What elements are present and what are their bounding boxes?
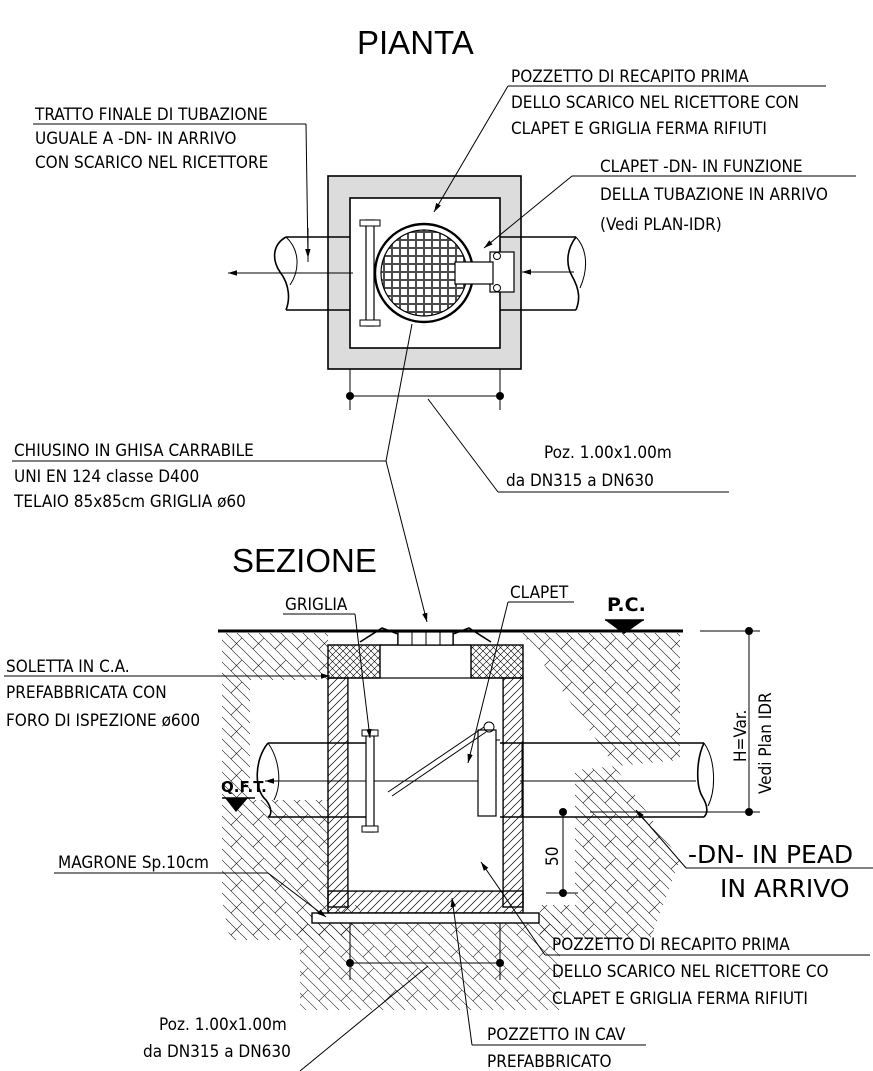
magrone-label: MAGRONE Sp.10cm (58, 853, 209, 873)
magrone-layer (311, 912, 540, 924)
label-manhole-bottom: POZZETTO DI RECAPITO PRIMA DELLO SCARICO… (480, 861, 870, 1009)
manhole-bottom-line-2: DELLO SCARICO NEL RICETTORE CO (552, 962, 829, 982)
section-dimension-line-1: Poz. 1.00x1.00m (159, 1015, 287, 1035)
section-view: P.C. Q.F.T. H=Var. Vedi Plan IDR 50 (218, 594, 776, 1010)
manhole-top-line-3: CLAPET E GRIGLIA FERMA RIFIUTI (511, 119, 767, 139)
pipe-in-line-1: -DN- IN PEAD (688, 840, 853, 869)
plan-grid-screen (365, 219, 375, 327)
precast-line-1: POZZETTO IN CAV (487, 1025, 626, 1045)
plan-title: PIANTA (357, 24, 474, 61)
manhole-bottom-line-3: CLAPET E GRIGLIA FERMA RIFIUTI (552, 989, 808, 1009)
label-section-dimension: Poz. 1.00x1.00m da DN315 a DN630 (143, 965, 429, 1071)
cover-line-1: CHIUSINO IN GHISA CARRABILE (14, 441, 254, 461)
label-precast: POZZETTO IN CAV PREFABBRICATO (450, 897, 646, 1071)
label-plan-dimension: Poz. 1.00x1.00m da DN315 a DN630 (427, 398, 729, 493)
label-slab: SOLETTA IN C.A. PREFABBRICATA CON FORO D… (4, 657, 330, 731)
slab-line-1: SOLETTA IN C.A. (6, 657, 130, 677)
pipe-in-line-2: IN ARRIVO (720, 874, 850, 903)
pc-marker: P.C. (605, 594, 646, 634)
plan-clapet (454, 251, 515, 293)
label-pipe-in: -DN- IN PEAD IN ARRIVO (635, 809, 873, 903)
clapet-section-label: CLAPET (510, 583, 569, 603)
section-grid-screen (365, 729, 375, 833)
clapet-plan-line-3: (Vedi PLAN-IDR) (600, 215, 722, 235)
label-cover: CHIUSINO IN GHISA CARRABILE UNI EN 124 c… (12, 323, 428, 623)
plan-dimension (346, 369, 504, 410)
plan-dimension-line-1: Poz. 1.00x1.00m (544, 443, 672, 463)
section-title: SEZIONE (232, 542, 377, 579)
clapet-plan-line-2: DELLA TUBAZIONE IN ARRIVO (600, 185, 828, 205)
manhole-top-line-2: DELLO SCARICO NEL RICETTORE CON (511, 93, 799, 113)
height-label-1: H=Var. (731, 710, 751, 762)
clapet-plan-line-1: CLAPET -DN- IN FUNZIONE (600, 157, 803, 177)
plan-dimension-line-2: da DN315 a DN630 (506, 471, 654, 491)
manhole-bottom-line-1: POZZETTO DI RECAPITO PRIMA (552, 935, 790, 955)
base-slab (327, 890, 524, 914)
wall-right (502, 677, 524, 908)
section-pipe-left (256, 742, 493, 818)
height-label-2: Vedi Plan IDR (756, 692, 776, 794)
label-clapet-plan: CLAPET -DN- IN FUNZIONE DELLA TUBAZIONE … (483, 157, 856, 249)
pipe-end-line-2: UGUALE A -DN- IN ARRIVO (35, 129, 236, 149)
cover-line-2: UNI EN 124 classe D400 (14, 467, 199, 487)
qft-marker: Q.F.T. (221, 778, 267, 812)
griglia-label: GRIGLIA (285, 595, 348, 615)
fifty-label: 50 (543, 847, 563, 866)
section-bottom-dimension (346, 923, 504, 980)
plan-view (228, 175, 586, 410)
top-slab-left (327, 644, 381, 679)
wall-left (327, 677, 349, 908)
label-manhole-top: POZZETTO DI RECAPITO PRIMA DELLO SCARICO… (433, 67, 826, 213)
pipe-end-line-3: CON SCARICO NEL RICETTORE (35, 153, 268, 173)
height-dimension (546, 627, 760, 897)
label-pipe-end: TRATTO FINALE DI TUBAZIONE UGUALE A -DN-… (33, 105, 311, 259)
pipe-end-line-1: TRATTO FINALE DI TUBAZIONE (34, 105, 268, 125)
pc-label: P.C. (607, 594, 646, 616)
top-slab-right (470, 644, 524, 679)
slab-line-2: PREFABBRICATA CON (6, 683, 167, 703)
section-pipe-right (500, 742, 715, 818)
cover-line-3: TELAIO 85x85cm GRIGLIA ø60 (13, 492, 246, 512)
manhole-top-line-1: POZZETTO DI RECAPITO PRIMA (511, 67, 749, 87)
label-clapet-section: CLAPET (467, 583, 574, 764)
plan-cover-grid (380, 229, 468, 317)
label-griglia: GRIGLIA (283, 595, 372, 739)
slab-line-3: FORO DI ISPEZIONE ø600 (6, 711, 200, 731)
soil-right (522, 633, 680, 940)
precast-line-2: PREFABBRICATO (487, 1052, 612, 1071)
label-magrone: MAGRONE Sp.10cm (54, 853, 327, 918)
plan-pipe-right (500, 236, 586, 311)
section-dimension-line-2: da DN315 a DN630 (143, 1042, 291, 1062)
qft-label: Q.F.T. (221, 778, 267, 796)
section-clapet (387, 721, 500, 817)
